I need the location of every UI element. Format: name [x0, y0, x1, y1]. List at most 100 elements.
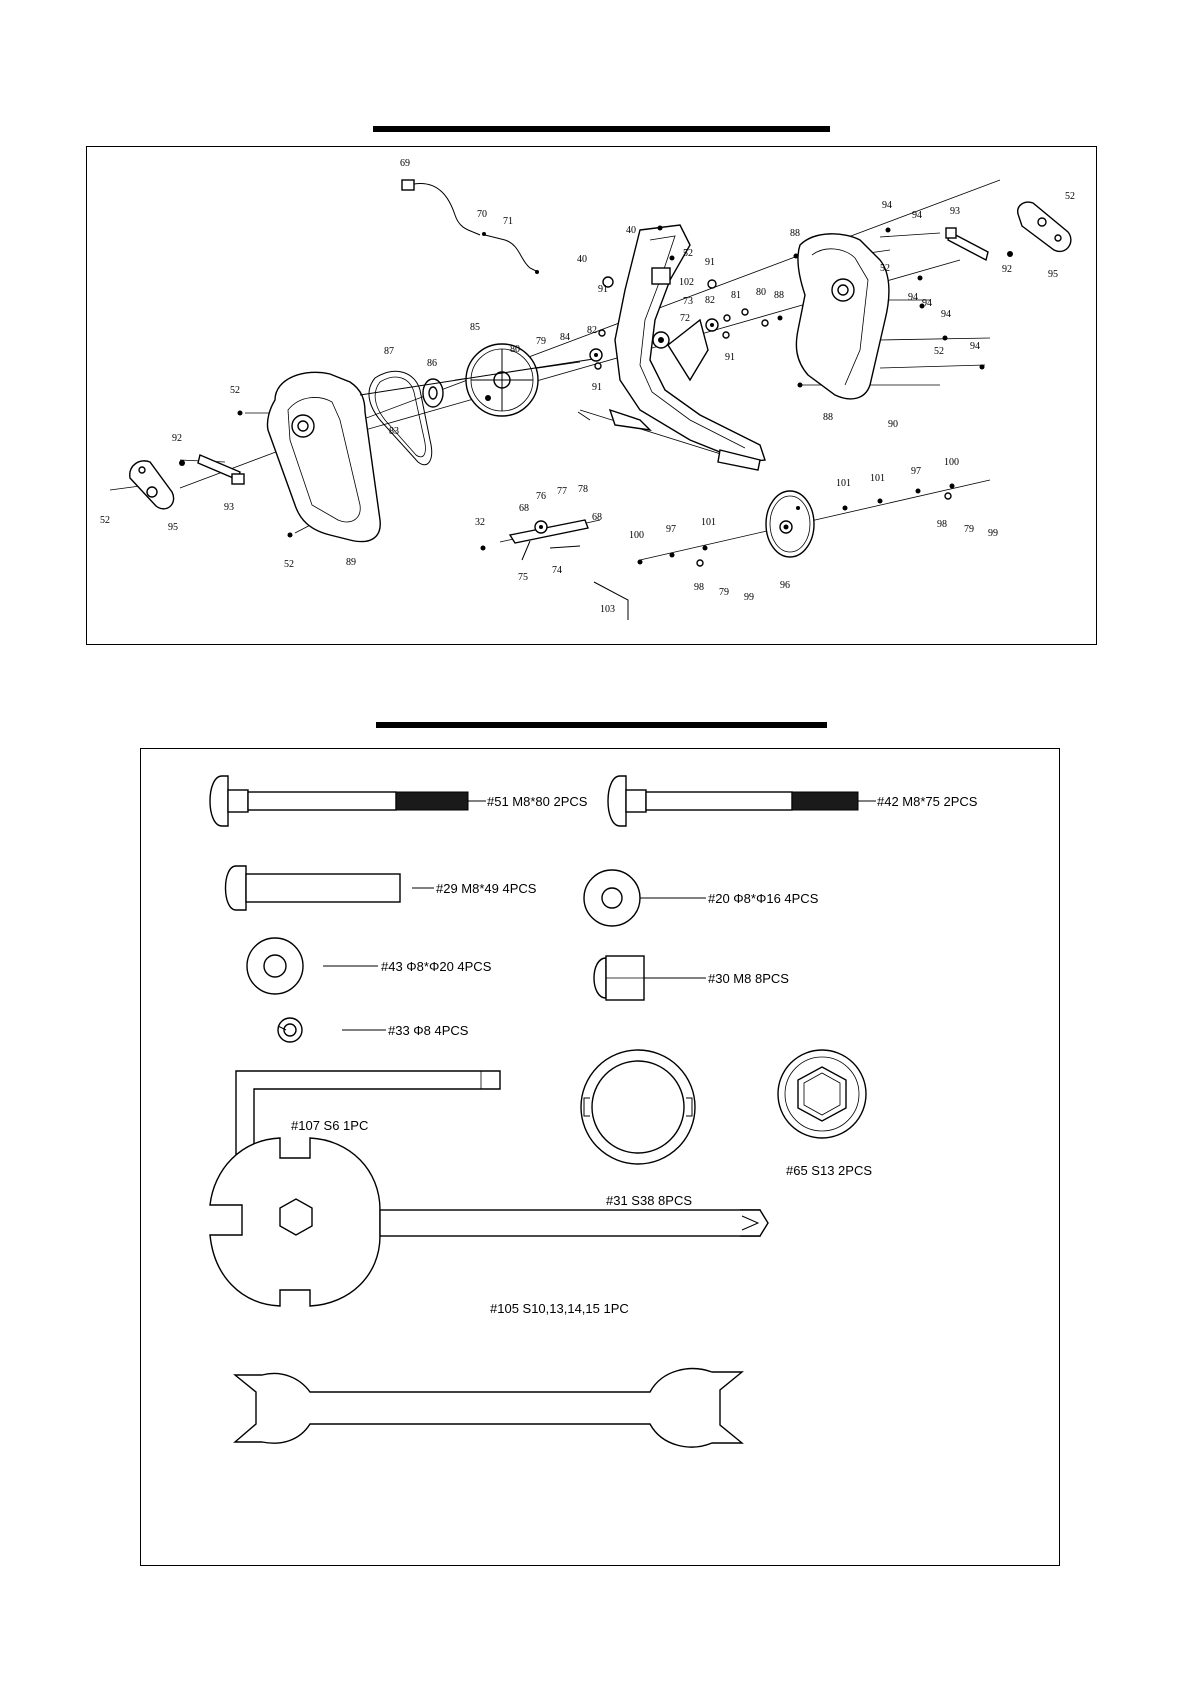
callout-101-a: 101: [701, 517, 716, 528]
hardware-label-43: #43 Φ8*Φ20 4PCS: [381, 959, 492, 974]
callout-89: 89: [346, 557, 356, 568]
callout-100-b: 100: [944, 457, 959, 468]
exploded-view: 69 70 71 40 40 52 102 91 91 73 72 82 82 …: [100, 158, 1075, 620]
callout-94-f: 94: [970, 341, 980, 352]
hardware-title-rule: [376, 722, 827, 728]
callout-93-l: 93: [224, 502, 234, 513]
callout-92-r: 92: [1002, 264, 1012, 275]
hardware-label-51: #51 M8*80 2PCS: [487, 794, 588, 809]
callout-101-c: 101: [870, 473, 885, 484]
callout-52-ll: 52: [100, 515, 110, 526]
bolt-51-graphic: [209, 775, 486, 827]
callout-52-lb: 52: [284, 559, 294, 570]
belt-pulley: [422, 378, 444, 408]
right-crank-arm: [945, 227, 1013, 262]
hex-key: [593, 581, 629, 620]
callout-84: 84: [560, 332, 570, 343]
hardware-label-33: #33 Φ8 4PCS: [388, 1023, 469, 1038]
callout-52-r: 52: [1065, 191, 1075, 202]
axle-hardware: [237, 225, 985, 567]
open-end-wrench-graphic: [233, 1368, 744, 1448]
callout-101-b: 101: [836, 478, 851, 489]
hardware-label-29: #29 M8*49 4PCS: [436, 881, 537, 896]
callout-103: 103: [600, 604, 615, 615]
callout-93-r: 93: [950, 206, 960, 217]
nut-30-graphic: [593, 955, 706, 1001]
callout-94-a: 94: [882, 200, 892, 211]
callout-94-e: 94: [941, 309, 951, 320]
callout-99-a: 99: [744, 592, 754, 603]
main-frame-upright: [608, 224, 766, 471]
callout-80-a: 80: [756, 287, 766, 298]
hardware-label-107: #107 S6 1PC: [291, 1118, 368, 1133]
flywheel: [765, 490, 815, 558]
callout-52-rc: 52: [880, 263, 890, 274]
callout-97-b: 97: [911, 466, 921, 477]
callout-77: 77: [557, 486, 567, 497]
callout-80-b: 80: [510, 344, 520, 355]
wrench-31-graphic: [580, 1049, 696, 1165]
hardware-label-105: #105 S10,13,14,15 1PC: [490, 1301, 629, 1316]
callout-91-c: 91: [725, 352, 735, 363]
crank-axle-wheel: [465, 343, 539, 417]
callout-71: 71: [503, 216, 513, 227]
callout-83: 83: [389, 426, 399, 437]
callout-91-b: 91: [598, 284, 608, 295]
callout-96: 96: [780, 580, 790, 591]
callout-75: 75: [518, 572, 528, 583]
callout-40-top: 40: [626, 225, 636, 236]
callout-82-b: 82: [587, 325, 597, 336]
tension-bracket: [508, 519, 589, 561]
hardware-label-65: #65 S13 2PCS: [786, 1163, 872, 1178]
crank-axle: [359, 357, 601, 396]
left-pedal-crank: [129, 460, 175, 510]
hardware-label-30: #30 M8 8PCS: [708, 971, 789, 986]
callout-85: 85: [470, 322, 480, 333]
callout-91-a: 91: [705, 257, 715, 268]
callout-98-b: 98: [937, 519, 947, 530]
callout-102: 102: [679, 277, 694, 288]
callout-91-d: 91: [592, 382, 602, 393]
hardware-label-42: #42 M8*75 2PCS: [877, 794, 978, 809]
hardware-label-20: #20 Φ8*Φ16 4PCS: [708, 891, 819, 906]
callout-87: 87: [384, 346, 394, 357]
socket-65-graphic: [777, 1049, 867, 1139]
callout-labels: 69 70 71 40 40 52 102 91 91 73 72 82 82 …: [100, 158, 1075, 615]
bolt-42-graphic: [607, 775, 876, 827]
multi-tool-105-graphic: [209, 1137, 769, 1307]
bolt-29-graphic: [224, 865, 434, 911]
right-side-cover: [795, 233, 890, 400]
washer-20-graphic: [583, 869, 706, 927]
callout-76: 76: [536, 491, 546, 502]
spring-washer-33-graphic: [277, 1017, 386, 1043]
callout-92-l: 92: [172, 433, 182, 444]
callout-79: 79: [536, 336, 546, 347]
left-side-cover: [266, 371, 381, 543]
callout-69: 69: [400, 158, 410, 169]
sensor-wire: [401, 179, 481, 236]
callout-97-a: 97: [666, 524, 676, 535]
callout-79-a: 79: [719, 587, 729, 598]
callout-95-l: 95: [168, 522, 178, 533]
left-crank-arm: [179, 454, 245, 485]
exploded-view-frame: [86, 146, 1097, 645]
bearing-set: [589, 276, 749, 370]
exploded-view-title-rule: [373, 126, 830, 132]
callout-70: 70: [477, 209, 487, 220]
callout-72: 72: [680, 313, 690, 324]
hardware-frame: [140, 748, 1060, 1566]
callout-100-a: 100: [629, 530, 644, 541]
hardware-pack: #51 M8*80 2PCS #42 M8*75 2PCS #29 M8*49 …: [209, 775, 978, 1448]
hardware-label-31: #31 S38 8PCS: [606, 1193, 692, 1208]
callout-74: 74: [552, 565, 562, 576]
callout-88-b: 88: [790, 228, 800, 239]
extension-wire: [482, 232, 539, 274]
right-pedal-crank: [1017, 201, 1072, 253]
callout-73: 73: [683, 296, 693, 307]
callout-32: 32: [475, 517, 485, 528]
callout-78: 78: [578, 484, 588, 495]
callout-68-a: 68: [519, 503, 529, 514]
callout-98-a: 98: [694, 582, 704, 593]
callout-94-b: 94: [912, 210, 922, 221]
